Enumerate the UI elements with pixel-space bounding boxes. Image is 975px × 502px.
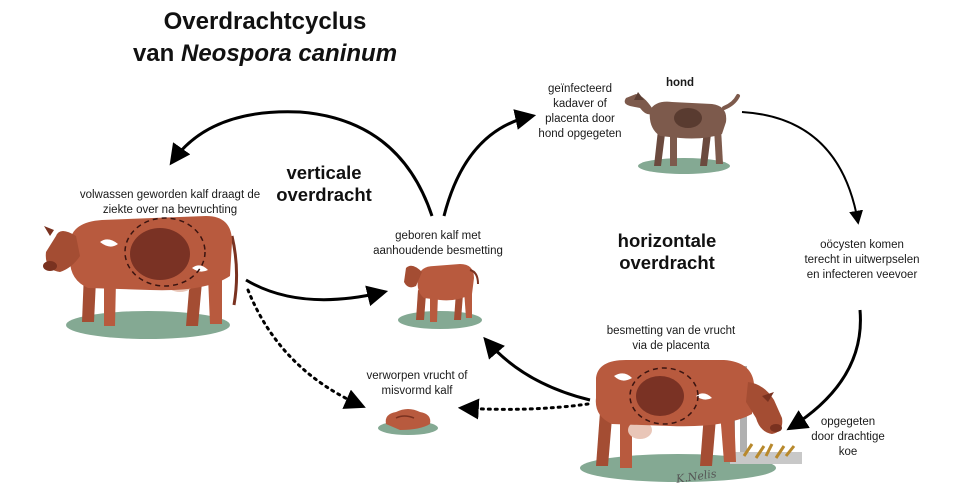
arrow-cow-to-calf	[483, 336, 591, 402]
diagram-title: Overdrachtcyclus van Neospora caninum	[110, 6, 420, 70]
dog-illustration	[624, 92, 740, 174]
arrow-calf-to-carcass	[442, 109, 537, 217]
born-calf-illustration	[398, 264, 482, 329]
label-placenta: besmetting van de vrucht via de placenta	[606, 325, 736, 352]
aborted-foetus-illustration	[378, 409, 438, 435]
label-born-calf: geboren kalf met aanhoudende besmetting	[373, 230, 503, 257]
arrow-calf-to-adult	[169, 110, 434, 217]
adult-cow-illustration	[43, 216, 239, 339]
arrow-oocysts-to-cow	[786, 309, 862, 431]
title-line-2: van Neospora caninum	[110, 38, 420, 70]
title-line-1: Overdrachtcyclus	[163, 8, 367, 35]
label-adult-calf: volwassen geworden kalf draagt de ziekte…	[79, 189, 261, 216]
label-carcass: geïnfecteerd kadaver of placenta door ho…	[538, 83, 622, 140]
title-prefix: van	[132, 40, 181, 67]
stage-horizontal: horizontale overdracht	[617, 230, 717, 273]
label-oocysts: oöcysten komen terecht in uitwerpselen e…	[804, 239, 920, 281]
arrow-dog-to-oocysts	[741, 111, 863, 225]
label-dog: hond	[665, 77, 695, 89]
pregnant-cow-illustration	[580, 360, 802, 482]
stage-vertical: verticale overdracht	[276, 162, 372, 205]
arrow-cow-to-aborted	[457, 398, 590, 420]
label-aborted: verworpen vrucht of misvormd kalf	[366, 370, 468, 397]
label-eaten: opgegeten door drachtige koe	[811, 416, 885, 458]
species-name: Neospora caninum	[180, 40, 398, 67]
arrow-adult-to-aborted	[246, 288, 366, 409]
arrow-adult-to-calf	[245, 278, 389, 307]
